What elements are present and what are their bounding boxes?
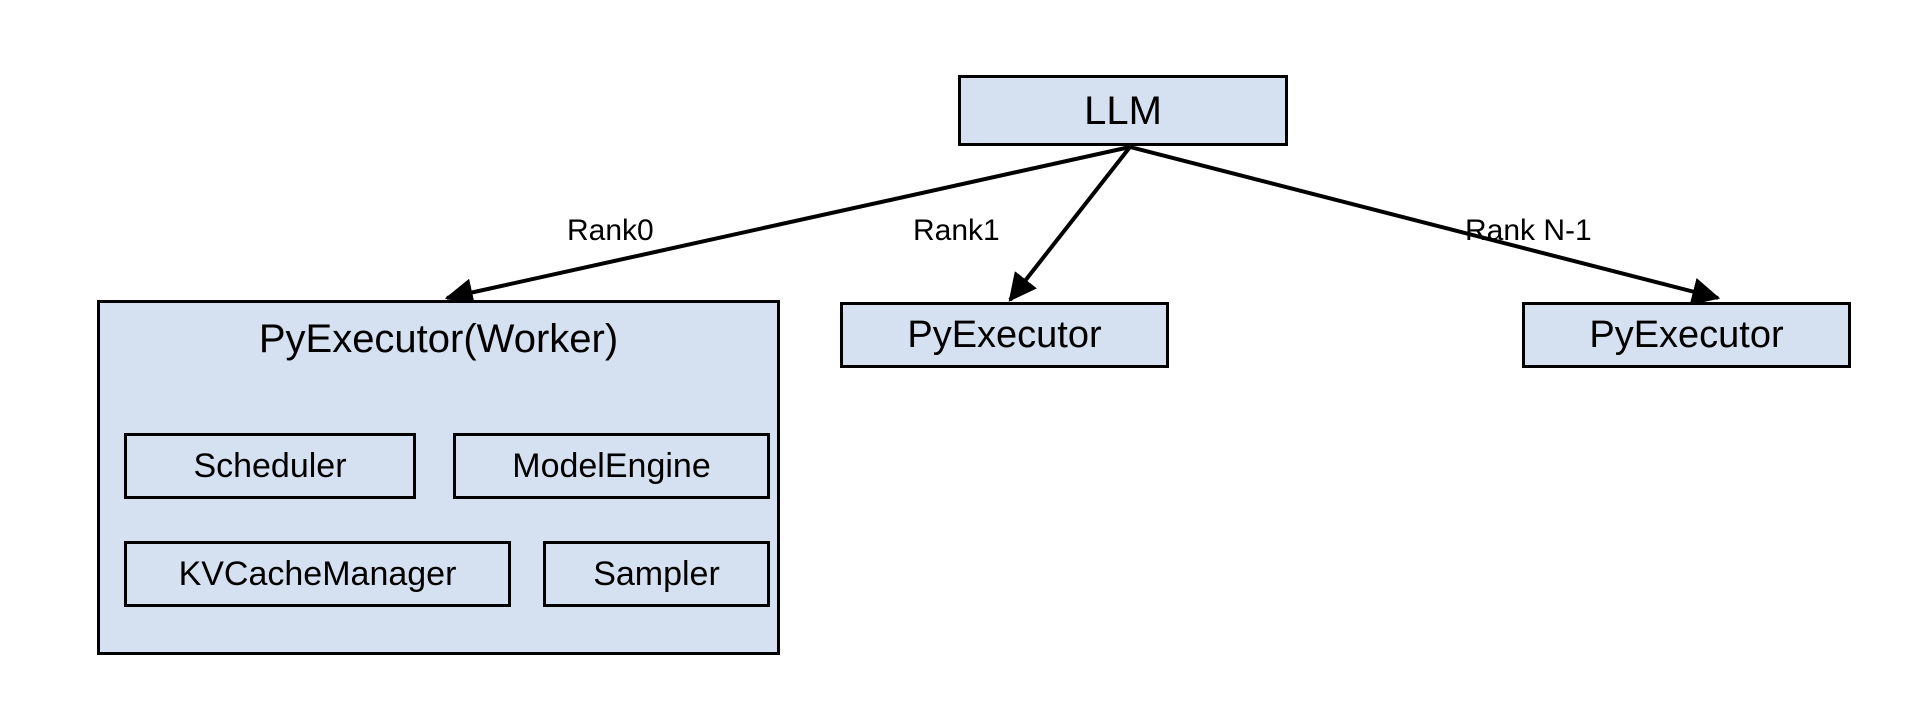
node-pyexecutor-worker-label: PyExecutor(Worker)	[258, 317, 619, 361]
edge-llm-to-executor-rank1	[1008, 145, 1132, 302]
node-pyexecutor-rankn[interactable]: PyExecutor	[1522, 302, 1851, 368]
node-pyexecutor-rank1[interactable]: PyExecutor	[840, 302, 1169, 368]
node-model-engine[interactable]: ModelEngine	[453, 433, 770, 499]
node-scheduler[interactable]: Scheduler	[124, 433, 416, 499]
edge-llm-to-executor-rankn	[1129, 145, 1721, 306]
node-llm-label: LLM	[1084, 88, 1162, 133]
edge-label-rank-n-1: Rank N-1	[1465, 214, 1592, 247]
node-pyexecutor-worker[interactable]: PyExecutor(Worker) Scheduler ModelEngine…	[97, 300, 780, 655]
node-sampler-label: Sampler	[593, 555, 720, 593]
node-pyexecutor-rankn-label: PyExecutor	[1589, 314, 1784, 356]
edge-label-rank0: Rank0	[567, 214, 654, 247]
node-llm[interactable]: LLM	[958, 75, 1288, 146]
node-model-engine-label: ModelEngine	[512, 447, 711, 485]
node-kv-cache-manager[interactable]: KVCacheManager	[124, 541, 511, 607]
node-pyexecutor-rank1-label: PyExecutor	[907, 314, 1102, 356]
edge-llm-to-worker	[444, 145, 1131, 307]
node-sampler[interactable]: Sampler	[543, 541, 770, 607]
node-kv-cache-manager-label: KVCacheManager	[178, 555, 457, 593]
edge-label-rank1: Rank1	[913, 214, 1000, 247]
node-scheduler-label: Scheduler	[193, 447, 347, 485]
